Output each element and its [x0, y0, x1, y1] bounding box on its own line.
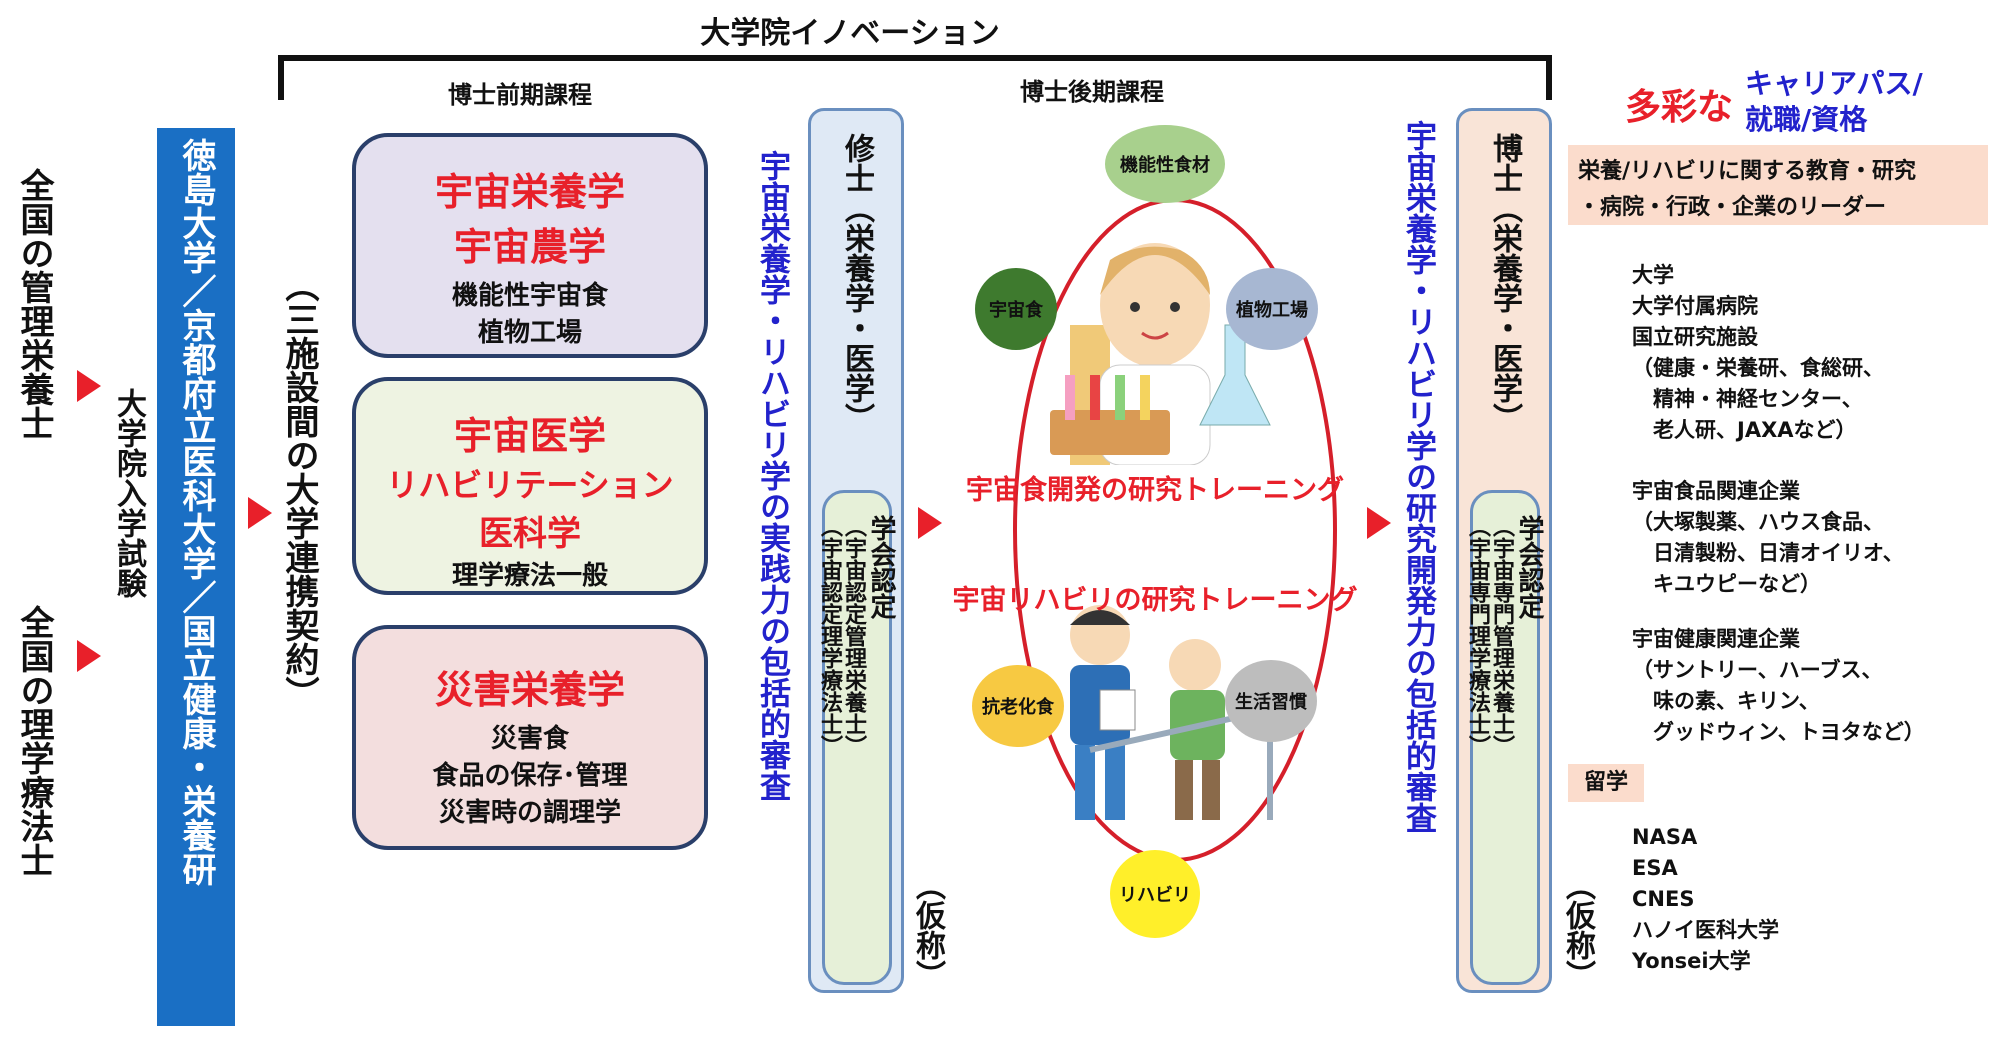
university-bar-text: 徳島大学／京都府立医科大学／国立健康・栄養研 [176, 138, 216, 886]
master-cert-main: 学会認定 [866, 515, 896, 619]
training-space-rehab: 宇宙リハビリの研究トレーニング [952, 585, 1358, 616]
career-item: 大学 [1632, 263, 1674, 287]
career-path: キャリアパス/ [1745, 67, 1923, 100]
master-tentative: （仮称） [910, 870, 945, 990]
career-list-abroad: NASA ESA CNES ハノイ医科大学 Yonsei大学 [1632, 822, 1779, 977]
career-list-food-companies: 宇宙食品関連企業 （大塚製薬、ハウス食品、 日清製粉、日清オイリオ、 キユウピー… [1632, 476, 1904, 600]
career-item: ESA [1632, 856, 1678, 880]
course-box-space-medicine: 宇宙医学 リハビリテーション 医科学 理学療法一般 [352, 377, 708, 595]
course-box-disaster-nutrition: 災害栄養学 災害食 食品の保存･管理 災害時の調理学 [352, 625, 708, 850]
entrance-exam: 大学院入学試験 [111, 388, 146, 598]
career-item: 精神・神経センター、 [1632, 387, 1863, 411]
career-item: Yonsei大学 [1632, 949, 1751, 973]
career-item: 大学付属病院 [1632, 294, 1758, 318]
agreement-text: （三施設間の大学連携契約） [279, 268, 319, 710]
bubble-plant-factory: 植物工場 [1226, 268, 1318, 350]
course-topic: 災害食 [490, 724, 569, 754]
career-item: グッドウィン、トヨタなど） [1632, 720, 1925, 744]
researcher-illustration [1050, 243, 1271, 465]
career-item: 老人研、JAXAなど） [1632, 418, 1857, 442]
doctor-course-label: 博士後期課程 [1020, 78, 1164, 106]
course-box-space-nutrition: 宇宙栄養学 宇宙農学 機能性宇宙食 植物工場 [352, 133, 708, 358]
career-item: 国立研究施設 [1632, 325, 1758, 349]
career-item: CNES [1632, 887, 1695, 911]
career-item: ハノイ医科大学 [1632, 918, 1779, 942]
university-bar: 徳島大学／京都府立医科大学／国立健康・栄養研 [157, 128, 235, 1026]
career-item: 宇宙健康関連企業 [1632, 627, 1800, 651]
doctor-cert-main: 学会認定 [1514, 515, 1544, 619]
career-item: NASA [1632, 825, 1698, 849]
doctor-cert-sub: （宇宙専門理学療法士） [1465, 515, 1490, 757]
career-item: 宇宙食品関連企業 [1632, 479, 1800, 503]
course-topic: 食品の保存･管理 [432, 761, 628, 791]
career-list-health-companies: 宇宙健康関連企業 （サントリー、ハーブス、 味の素、キリン、 グッドウィン、トヨ… [1632, 624, 1925, 748]
bubble-lifestyle: 生活習慣 [1225, 660, 1317, 742]
course-topic: 理学療法一般 [451, 561, 608, 591]
master-cert-box: 学会認定 （宇宙認定管理栄養士） （宇宙認定理学療法士） [817, 490, 896, 985]
bubble-rehabilitation: リハビリ [1110, 850, 1200, 938]
doctor-cert-box: 学会認定 （宇宙専門管理栄養士） （宇宙専門理学療法士） [1465, 490, 1544, 985]
arrow-right-icon [1367, 507, 1391, 539]
master-review-text: 宇宙栄養学・リハビリ学の実践力の包括的審査 [754, 150, 790, 801]
course-title: 宇宙農学 [453, 225, 606, 269]
national-dietitians: 全国の管理栄養士 [14, 168, 54, 440]
doctor-cert-sub: （宇宙専門管理栄養士） [1489, 515, 1514, 757]
course-title: 宇宙栄養学 [434, 170, 625, 214]
career-path-2: 就職/資格 [1745, 103, 1868, 136]
career-item: （大塚製薬、ハウス食品、 [1632, 510, 1884, 534]
abroad-badge: 留学 [1568, 764, 1644, 802]
arrow-right-icon [248, 497, 272, 529]
course-title: 宇宙医学 [453, 414, 606, 458]
arrow-right-icon [77, 640, 101, 672]
career-item: キユウピーなど） [1632, 572, 1821, 596]
course-title: 災害栄養学 [434, 668, 625, 712]
course-topic: 機能性宇宙食 [451, 281, 608, 311]
page-title: 大学院イノベーション [700, 16, 1000, 51]
bubble-anti-aging-food: 抗老化食 [972, 665, 1064, 747]
course-title: リハビリテーション [386, 466, 674, 504]
course-title: 医科学 [479, 514, 581, 554]
course-topic: 災害時の調理学 [438, 798, 621, 828]
master-course-label: 博士前期課程 [448, 81, 592, 109]
header-bracket [278, 55, 1552, 100]
doctor-tentative: （仮称） [1560, 870, 1595, 990]
career-diverse: 多彩な [1625, 87, 1734, 128]
career-item: 味の素、キリン、 [1632, 689, 1820, 713]
career-item: 日清製粉、日清オイリオ、 [1632, 541, 1904, 565]
training-space-food: 宇宙食開発の研究トレーニング [966, 475, 1344, 506]
doctor-review-text: 宇宙栄養学・リハビリ学の研究開発力の包括的審査 [1400, 120, 1436, 833]
leader-line-1: 栄養/リハビリに関する教育・研究 [1578, 159, 1917, 184]
leader-box: 栄養/リハビリに関する教育・研究 ・病院・行政・企業のリーダー [1568, 145, 1988, 225]
arrow-right-icon [918, 507, 942, 539]
master-cert-sub: （宇宙認定管理栄養士） [841, 515, 866, 757]
course-topic: 植物工場 [477, 318, 582, 348]
bubble-space-food: 宇宙食 [975, 268, 1057, 350]
bubble-functional-food: 機能性食材 [1105, 125, 1225, 203]
career-item: （健康・栄養研、食総研、 [1632, 356, 1884, 380]
national-physical-therapists: 全国の理学療法士 [14, 605, 54, 877]
arrow-right-icon [77, 370, 101, 402]
career-list-institutions: 大学 大学付属病院 国立研究施設 （健康・栄養研、食総研、 精神・神経センター、… [1632, 260, 1884, 446]
master-degree-text: 修士（栄養学・医学） [839, 133, 874, 433]
doctor-degree-text: 博士（栄養学・医学） [1487, 133, 1522, 433]
master-cert-sub: （宇宙認定理学療法士） [817, 515, 842, 757]
career-item: （サントリー、ハーブス、 [1632, 658, 1883, 682]
leader-line-2: ・病院・行政・企業のリーダー [1578, 195, 1887, 220]
